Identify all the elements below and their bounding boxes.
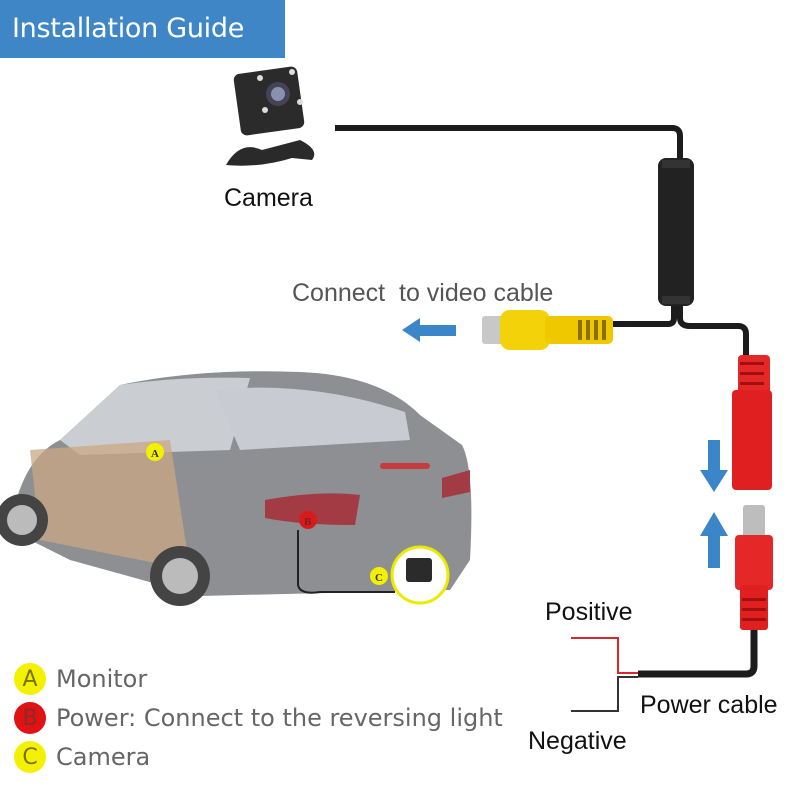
arrow-down-icon xyxy=(700,440,728,492)
marker-b: B xyxy=(304,516,312,528)
legend-item-monitor: A Monitor xyxy=(14,663,147,695)
video-cable-label: Connect to video cable xyxy=(292,279,554,307)
legend-text: Camera xyxy=(56,743,151,771)
arrow-left-icon xyxy=(402,318,456,342)
camera-label: Camera xyxy=(224,184,313,212)
car-illustration: A B C xyxy=(0,371,472,606)
dc-female-connector-icon xyxy=(732,355,772,490)
marker-c: C xyxy=(375,572,383,584)
badge-a: A xyxy=(14,663,46,695)
power-cable xyxy=(638,630,758,678)
video-cable xyxy=(610,306,677,327)
arrow-up-icon xyxy=(700,512,728,568)
rca-connector-icon xyxy=(482,310,613,350)
inline-module xyxy=(658,158,694,306)
legend-text: Power: Connect to the reversing light xyxy=(56,704,503,732)
legend-item-power: B Power: Connect to the reversing light xyxy=(14,702,503,734)
title-banner: Installation Guide xyxy=(0,0,285,58)
badge-c: C xyxy=(14,741,46,773)
marker-a: A xyxy=(151,448,159,460)
negative-label: Negative xyxy=(528,727,627,755)
negative-wire xyxy=(571,676,638,712)
camera-cable xyxy=(335,125,683,160)
power-cable-label: Power cable xyxy=(640,691,778,719)
badge-b: B xyxy=(14,702,46,734)
camera-icon xyxy=(226,66,315,166)
dc-male-connector-icon xyxy=(735,505,773,630)
power-lead-top xyxy=(677,306,749,360)
legend-text: Monitor xyxy=(56,665,148,693)
legend-item-camera: C Camera xyxy=(14,741,150,773)
positive-label: Positive xyxy=(545,598,633,626)
positive-wire xyxy=(571,637,638,674)
